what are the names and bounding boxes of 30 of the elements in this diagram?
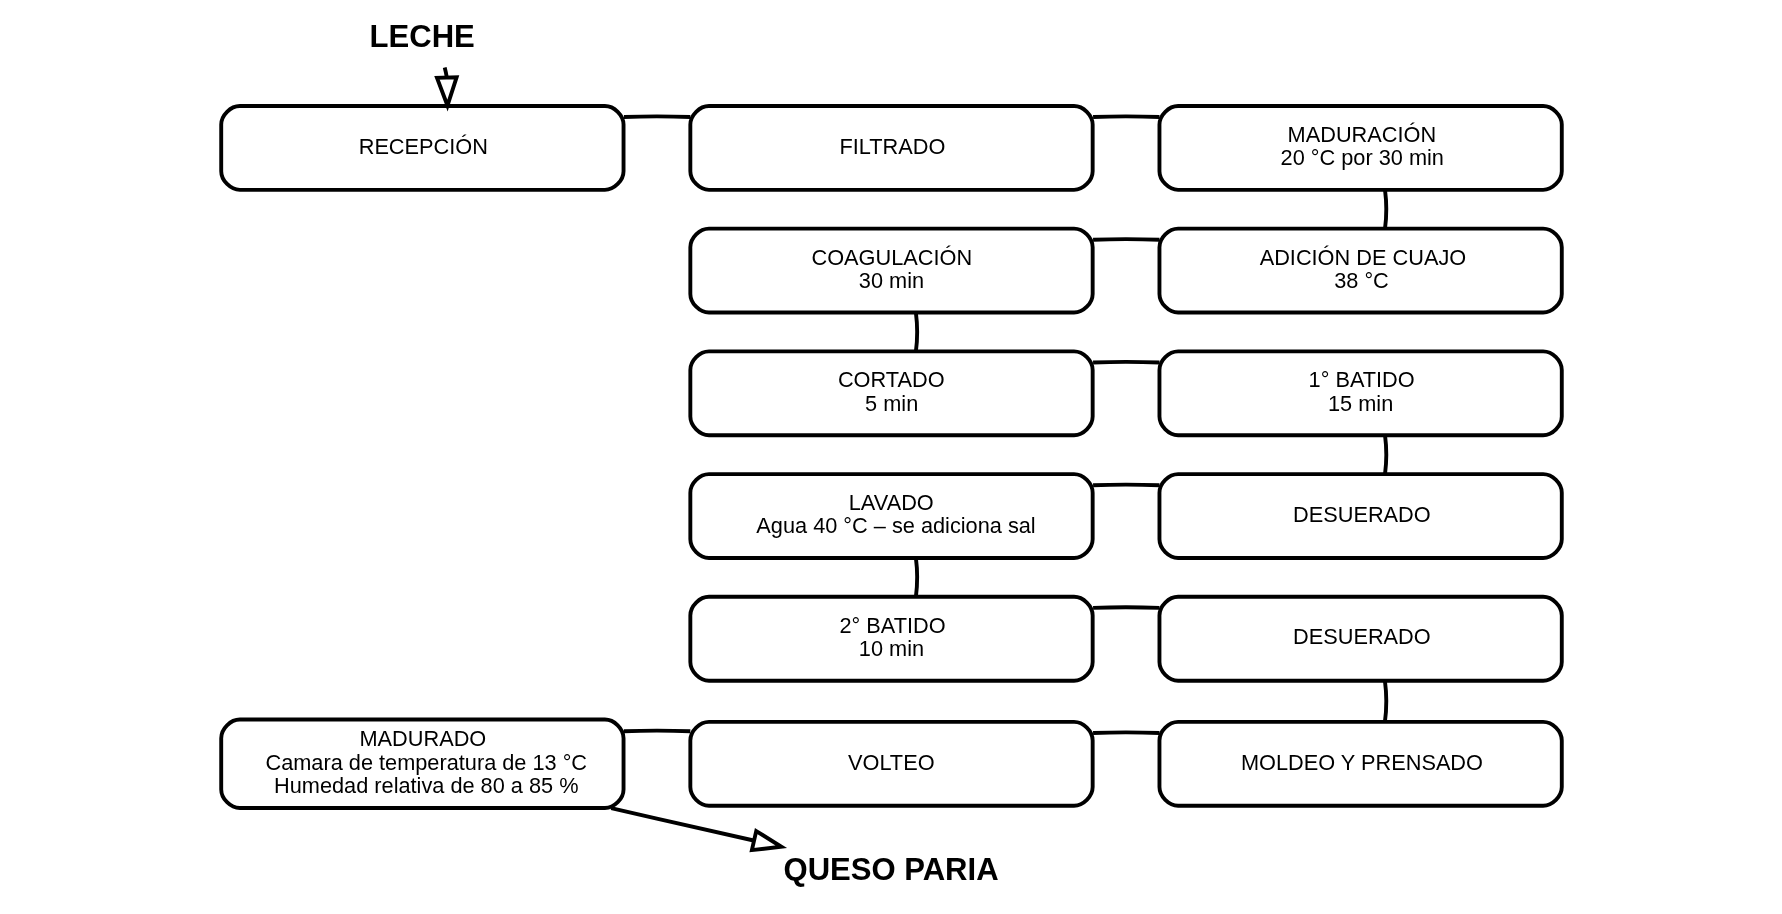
node-box: COAGULACIÓN 30 min — [687, 226, 1095, 315]
node-box: CORTADO 5 min — [687, 349, 1095, 438]
node-box: MADURACIÓN 20 °C por 30 min — [1157, 104, 1564, 192]
node-box: RECEPCIÓN — [218, 104, 625, 192]
node-box: MOLDEO Y PRENSADO — [1157, 719, 1564, 808]
node-text: LECHE — [369, 18, 475, 54]
connector — [1092, 730, 1159, 735]
node-box: FILTRADO — [687, 104, 1095, 192]
node-box: 2° BATIDO 10 min — [687, 594, 1095, 683]
connector — [623, 728, 690, 734]
node-text: QUESO PARIA — [783, 851, 999, 887]
connector — [1382, 435, 1388, 475]
connector — [1092, 114, 1159, 119]
connector — [1092, 605, 1159, 610]
connector — [1092, 482, 1159, 488]
node-box: DESUERADO — [1157, 594, 1564, 683]
connector — [913, 312, 919, 352]
connector — [913, 557, 919, 597]
node-box: 1° BATIDO 15 min — [1157, 349, 1564, 438]
connector — [623, 114, 690, 119]
connector — [1092, 359, 1159, 365]
connector — [1382, 680, 1388, 723]
node-box: VOLTEO — [687, 719, 1095, 808]
arrow — [610, 806, 787, 853]
node-box: ADICIÓN DE CUAJO 38 °C — [1157, 226, 1564, 315]
node-box: DESUERADO — [1157, 472, 1564, 560]
connector — [1382, 189, 1388, 229]
node-box: LAVADO Agua 40 °C – se adiciona sal — [687, 472, 1095, 560]
connector — [1092, 237, 1159, 242]
node-box: MADURADO Camara de temperatura de 13 °C Humedad relativa de 80 a 85 % — [218, 717, 625, 810]
